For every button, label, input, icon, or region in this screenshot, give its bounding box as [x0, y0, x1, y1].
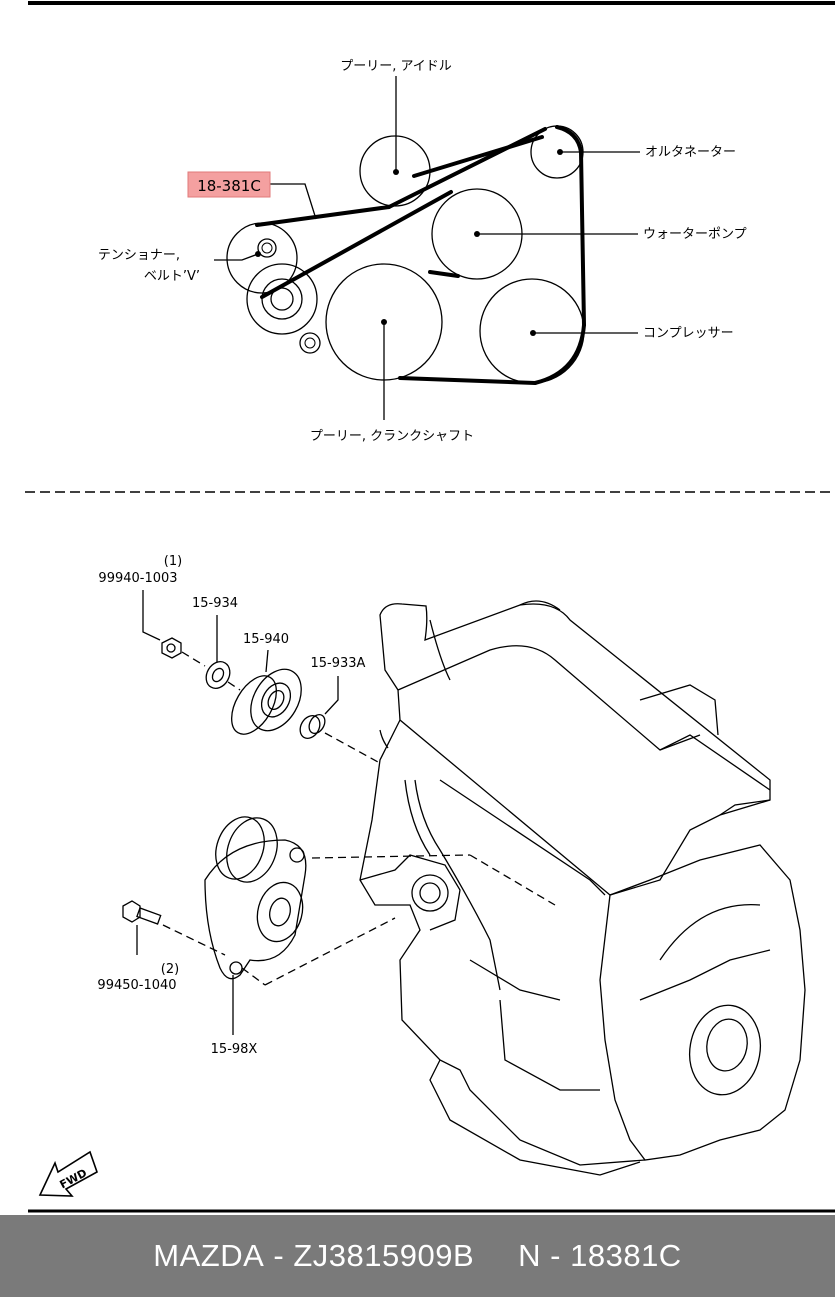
idler-pulley-part: [231, 668, 302, 735]
part-bolt: 99450-1040: [97, 978, 176, 993]
nut-qty: (1): [164, 554, 182, 569]
engine-block: [359, 600, 806, 1176]
label-alternator: オルタネーター: [645, 145, 736, 160]
label-crankshaft-pulley: プーリー, クランクシャフト: [310, 429, 474, 444]
highlight-box: [187, 171, 271, 198]
label-compressor: コンプレッサー: [643, 326, 734, 341]
footer-brand: MAZDA: [153, 1238, 265, 1273]
tensioner-pulley: [246, 263, 318, 335]
part-idler: 15-940: [243, 632, 289, 647]
label-tensioner-2: ベルト’V’: [144, 269, 200, 284]
washer: [205, 661, 231, 689]
leader-lines: [214, 76, 640, 420]
drive-belt: [255, 125, 586, 385]
tensioner-pivot: [257, 238, 277, 258]
bolt: [122, 900, 162, 925]
footer-code: N - 18381C: [518, 1238, 682, 1273]
bolt-qty: (2): [161, 962, 179, 977]
exploded-parts: [122, 590, 806, 1176]
tensioner-bolt: [299, 332, 321, 354]
part-washer: 15-934: [192, 596, 238, 611]
belt-routing-diagram: [214, 76, 640, 420]
fwd-arrow-icon: FWD: [38, 1150, 98, 1197]
label-idler-pulley: プーリー, アイドル: [340, 59, 452, 74]
spacer: [299, 714, 326, 739]
footer-bar: MAZDA - ZJ3815909B N - 18381C: [0, 1215, 835, 1297]
part-tensioner: 15-98X: [211, 1042, 258, 1057]
label-tensioner-1: テンショナー,: [98, 248, 180, 263]
nut: [161, 637, 182, 659]
parts-diagram: 18-381C プーリー, アイドル オルタネーター ウォーターポンプ テンショ…: [25, 1, 835, 1213]
highlight-part-label: 18-381C: [197, 177, 261, 195]
label-water-pump: ウォーターポンプ: [643, 227, 747, 242]
part-spacer: 15-933A: [311, 656, 366, 671]
part-nut: 99940-1003: [98, 571, 177, 586]
footer-part-number: ZJ3815909B: [293, 1238, 475, 1273]
tensioner-assembly: [204, 816, 307, 980]
assembly-lines: [162, 651, 556, 986]
